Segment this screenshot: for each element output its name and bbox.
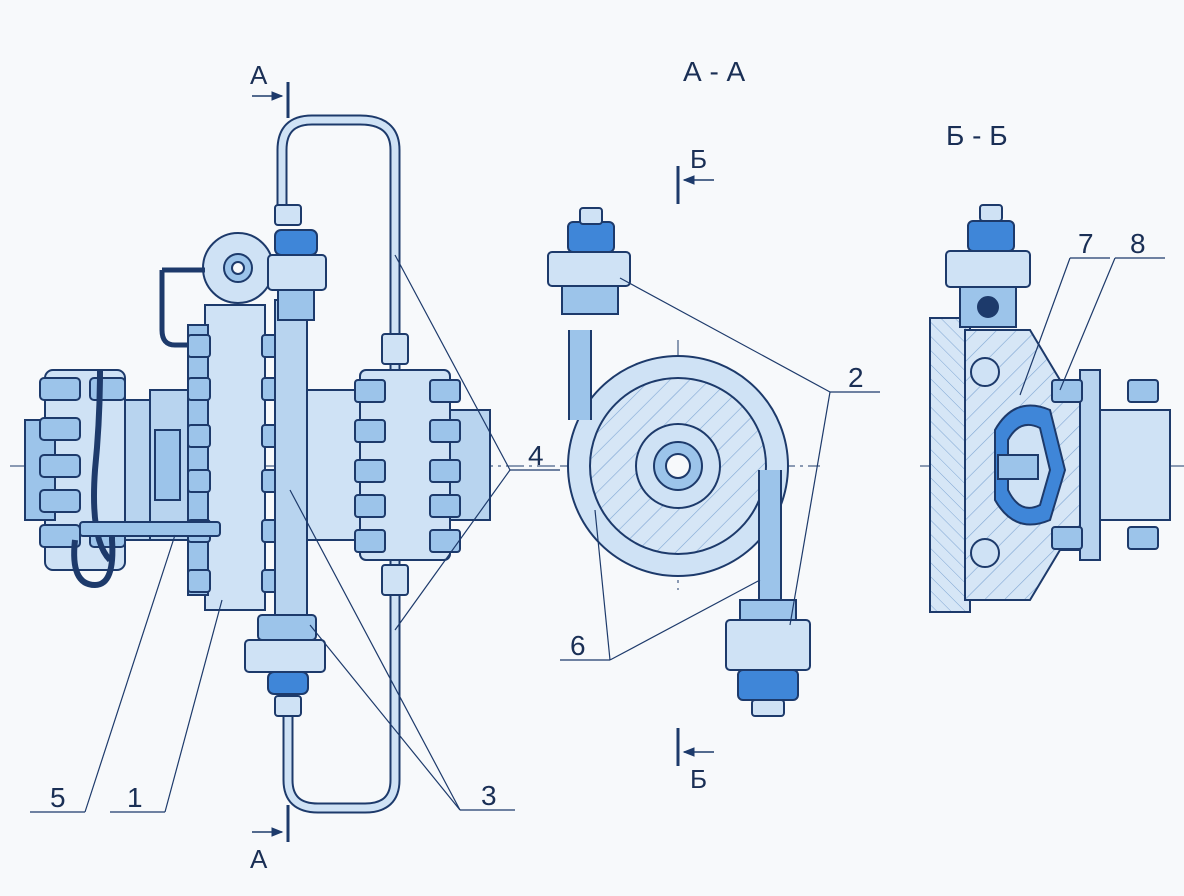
cut-marker-a-top: А <box>250 60 268 90</box>
section-title-bb: Б - Б <box>946 120 1008 151</box>
bb-top-sensor-flange <box>945 250 1031 288</box>
callout-6: 6 <box>570 630 586 661</box>
cut-marker-b-bottom: Б <box>690 764 708 794</box>
callout-5: 5 <box>50 782 66 813</box>
aa-top-sensor-cap <box>567 221 615 253</box>
cut-marker-a-bottom: А <box>250 844 268 874</box>
top-sensor-head <box>267 254 327 291</box>
bb-top-sensor-cap <box>967 220 1015 252</box>
callout-7: 7 <box>1078 228 1094 259</box>
bottom-sensor-head <box>244 639 326 673</box>
callout-1: 1 <box>127 782 143 813</box>
section-title-aa: А - А <box>683 56 746 87</box>
section-bb-view <box>920 204 1184 613</box>
cut-marker-b-top: Б <box>690 144 708 174</box>
pipe-coupling-top <box>381 333 409 365</box>
aa-top-sensor-flange <box>547 251 631 287</box>
callout-4: 4 <box>528 440 544 471</box>
callout-3: 3 <box>481 780 497 811</box>
callout-2: 2 <box>848 362 864 393</box>
outlet-spool <box>306 389 361 541</box>
impulse-tube-5 <box>71 530 116 589</box>
callout-8: 8 <box>1130 228 1146 259</box>
main-view <box>10 114 560 814</box>
pipe-coupling-bottom <box>381 564 409 596</box>
section-aa-view <box>547 207 820 717</box>
body-plate <box>204 304 266 611</box>
bb-mounting-plate <box>929 317 971 613</box>
annotation-lines <box>30 82 1165 842</box>
aa-bottom-sensor-flange <box>725 619 811 671</box>
